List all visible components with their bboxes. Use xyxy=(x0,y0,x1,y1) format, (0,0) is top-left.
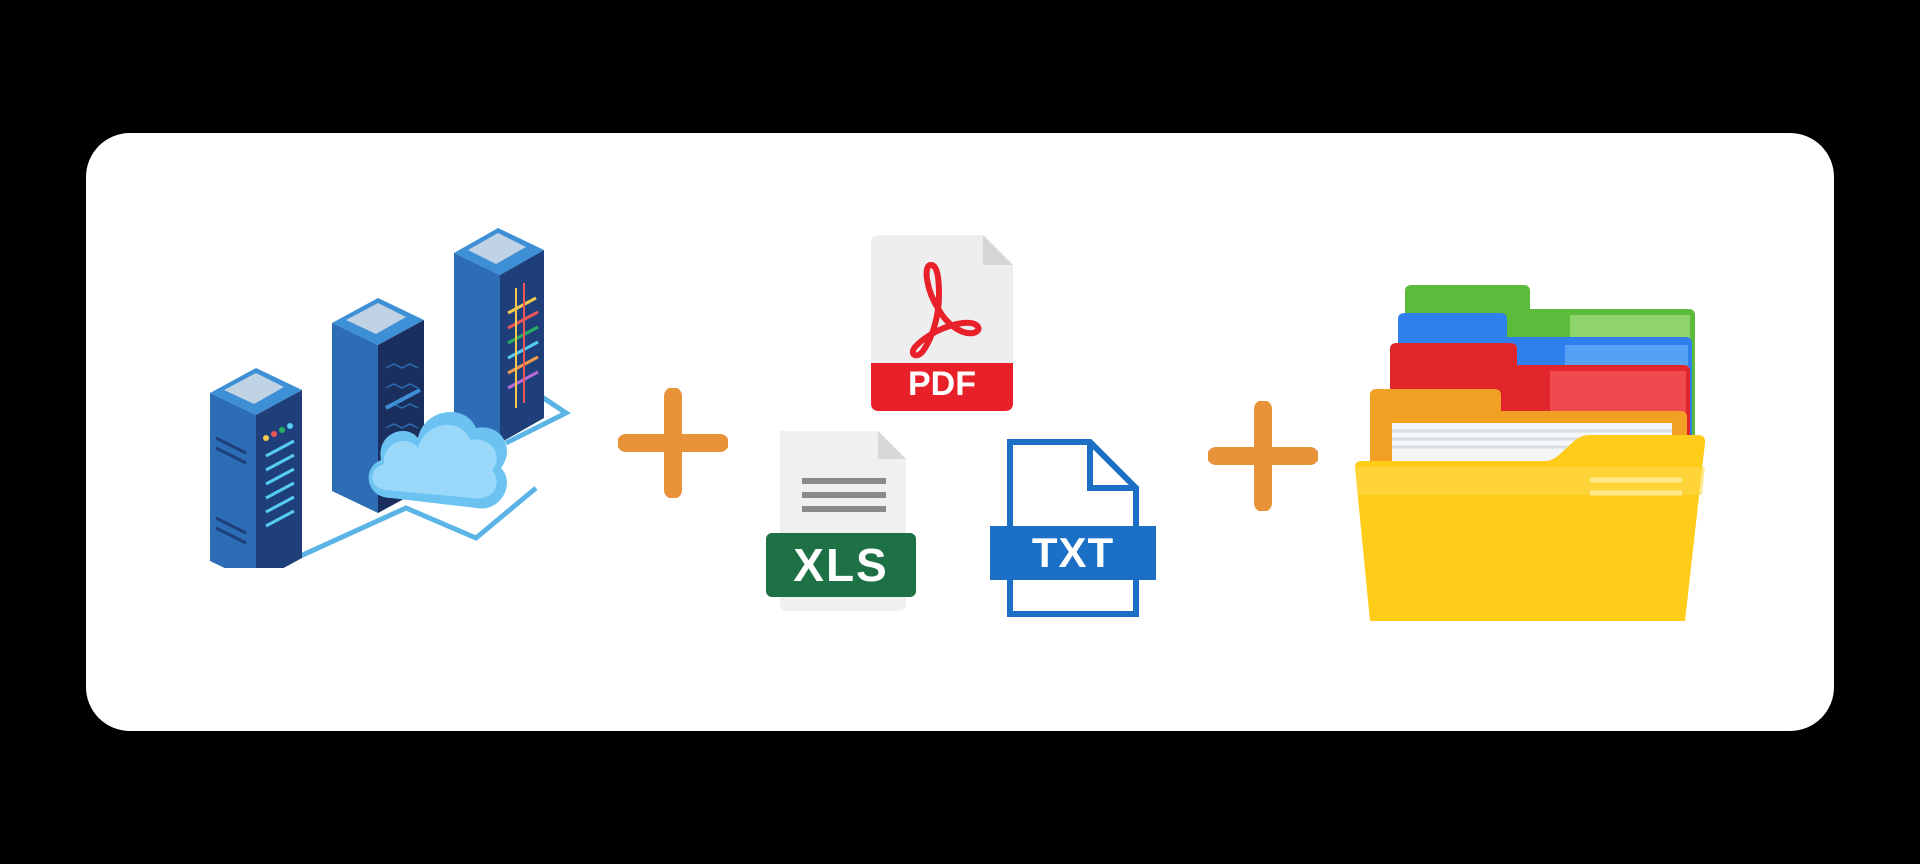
xls-file-icon: XLS xyxy=(766,431,916,611)
xls-label: XLS xyxy=(793,539,889,591)
txt-file-icon: TXT xyxy=(990,438,1156,618)
server-rack-cloud-icon xyxy=(146,228,586,568)
open-folder-icon xyxy=(1350,285,1710,625)
illustration-card: PDF XLS TXT xyxy=(86,133,1834,731)
plus-icon xyxy=(1208,401,1318,511)
pdf-label: PDF xyxy=(908,365,976,403)
txt-label: TXT xyxy=(1031,529,1115,576)
pdf-file-icon: PDF xyxy=(871,235,1013,411)
plus-icon xyxy=(618,388,728,498)
